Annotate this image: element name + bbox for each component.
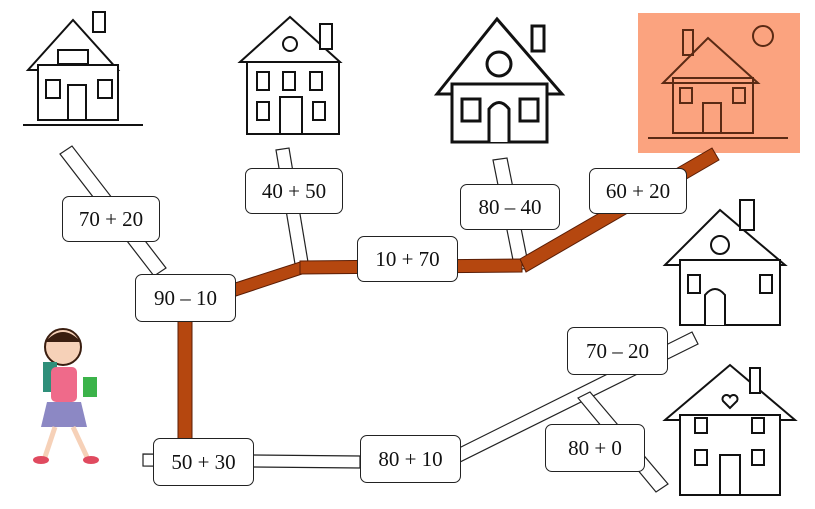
expression-box[interactable]: 60 + 20: [589, 168, 687, 214]
girl-icon: [33, 328, 99, 464]
house-icon-4-highlighted: [648, 25, 788, 139]
house-icon-1: [23, 11, 143, 126]
expression-box[interactable]: 80 + 0: [545, 424, 645, 472]
house-icon-2: [237, 15, 343, 135]
house-icon-5: [662, 199, 788, 326]
expression-box[interactable]: 40 + 50: [245, 168, 343, 214]
path-correct-1: [177, 317, 193, 443]
expression-box[interactable]: 70 + 20: [62, 196, 160, 242]
expression-box[interactable]: 80 – 40: [460, 184, 560, 230]
path-correct-2: [231, 261, 303, 297]
expression-box[interactable]: 80 + 10: [360, 435, 461, 483]
house-icon-6: [662, 363, 798, 496]
house-icon-3: [433, 16, 566, 144]
expression-box[interactable]: 70 – 20: [567, 327, 668, 375]
expression-box[interactable]: 50 + 30: [153, 438, 254, 486]
expression-box[interactable]: 90 – 10: [135, 274, 236, 322]
expression-box[interactable]: 10 + 70: [357, 236, 458, 282]
